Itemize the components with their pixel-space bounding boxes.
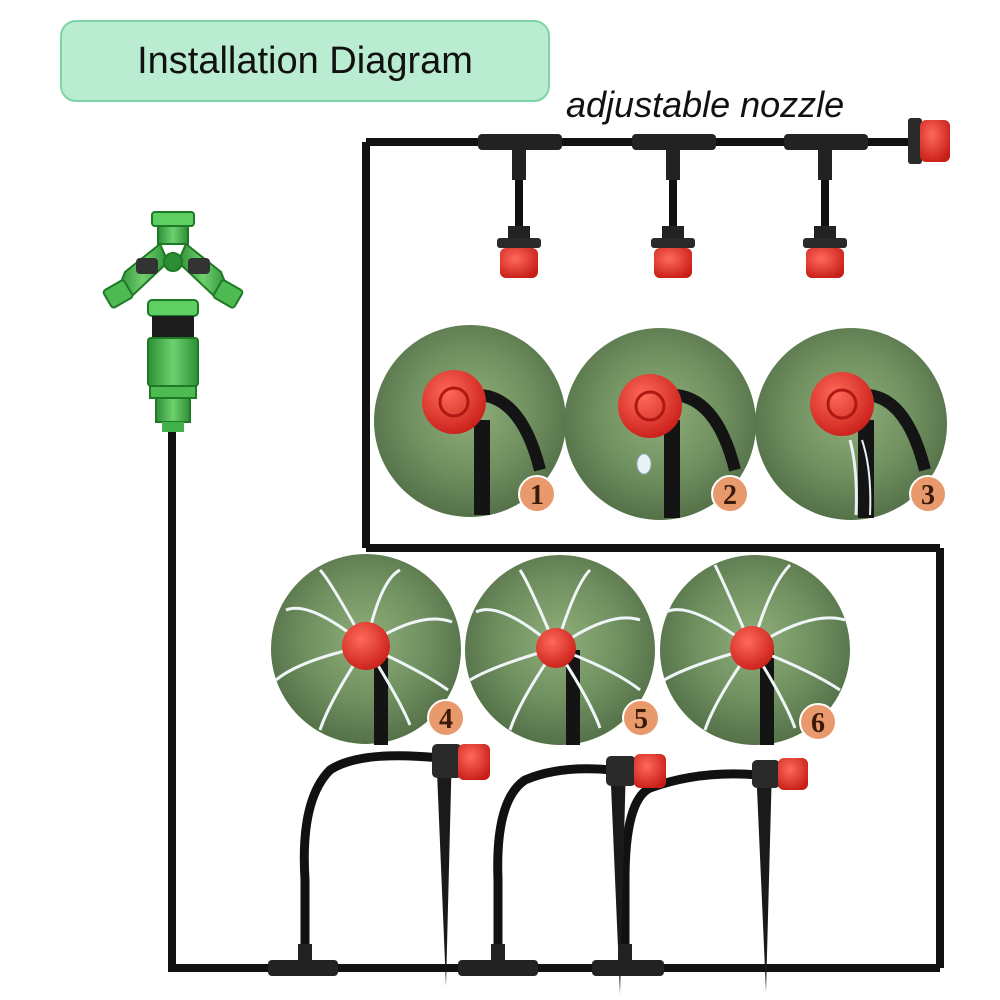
bottom-stakes [268,744,808,994]
red-nozzle-icon [651,238,695,278]
badge-1: 1 [530,480,544,511]
badge-4: 4 [439,704,453,735]
badge-6: 6 [811,708,825,739]
main-hose [172,430,290,968]
tee-joint-icon [268,944,338,976]
tee-joint-icon [458,944,538,976]
tee-joint-icon [478,134,562,238]
hose-connector-icon [148,300,198,432]
tee-joint-icon [784,134,868,238]
tee-joint-icon [592,944,664,976]
badge-2: 2 [723,480,737,511]
stake-icon [752,758,808,992]
diagram-title: Installation Diagram [60,20,550,102]
badge-5: 5 [634,704,648,735]
diagram-title-text: Installation Diagram [137,40,473,83]
y-splitter-icon [103,212,244,309]
red-nozzle-icon [803,238,847,278]
stake-icon [432,744,490,986]
badge-3: 3 [921,480,935,511]
red-nozzle-icon [497,238,541,278]
end-nozzle-icon [908,118,950,164]
adjustable-nozzle-label: adjustable nozzle [566,84,844,126]
tee-joint-icon [632,134,716,238]
